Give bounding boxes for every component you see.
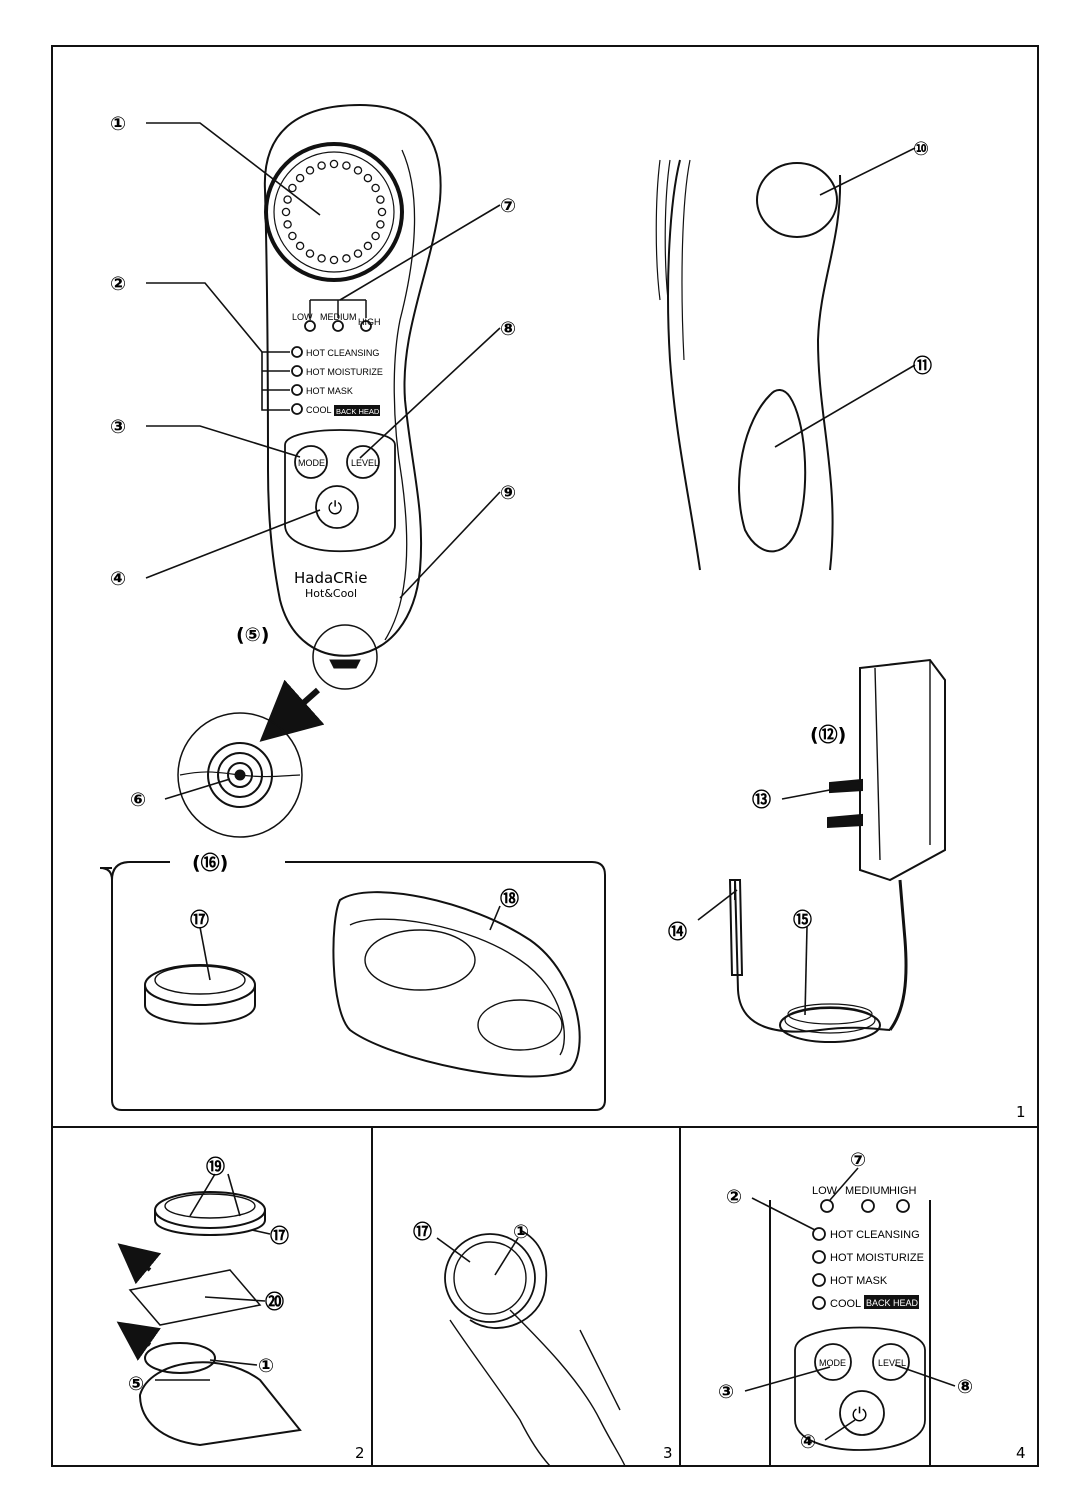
callout-19: ⑲: [206, 1155, 225, 1178]
callout-3: ③: [110, 416, 126, 438]
callout-17-fig2: ⑰: [270, 1224, 289, 1247]
callout-10: ⑩: [913, 138, 929, 160]
level-label-medium: MEDIUM: [320, 312, 357, 322]
power-button-symbol: ⏻: [328, 498, 342, 519]
device-front: [263, 103, 442, 657]
head-dot: [317, 161, 326, 170]
head-dot: [353, 249, 363, 258]
callout-1: ①: [110, 113, 126, 135]
head-dot: [377, 207, 387, 217]
cleansing-head: [264, 142, 404, 282]
callout-5-fig2: ⑤: [128, 1373, 144, 1395]
head-dot: [305, 166, 315, 175]
callout-7-fig4: ⑦: [850, 1149, 866, 1171]
callout-8-fig4: ⑧: [957, 1376, 973, 1398]
fig4-mode-button-label: MODE: [819, 1358, 846, 1368]
head-dot: [371, 183, 380, 193]
head-dot: [329, 159, 339, 169]
callout-4: ④: [110, 568, 126, 590]
head-dot: [281, 207, 291, 217]
head-dot: [283, 195, 292, 204]
fig2-assembly: [116, 1191, 302, 1447]
panel-frames: [51, 45, 1039, 1467]
device-back: [655, 159, 842, 571]
back-head-badge: BACK HEAD: [336, 407, 380, 416]
level-indicators: LOW MEDIUM HIGH: [292, 299, 381, 332]
fig4-mode-label-cool: COOL: [830, 1298, 861, 1310]
head-dot: [363, 241, 373, 251]
panel-number-3: 3: [663, 1444, 673, 1462]
fig4-level-button-label: LEVEL: [878, 1358, 906, 1368]
callout-11: ⑪: [913, 354, 932, 377]
callout-12: (⑫): [810, 723, 846, 746]
callout-labels: ① ② ③ ④ (⑤) ⑥ ⑦ ⑧ ⑨ ⑩ ⑪ (⑫) ⑬ ⑭ ⑮ (⑯) ⑰ …: [110, 113, 973, 1453]
head-dot: [288, 231, 297, 241]
head-dot: [288, 183, 297, 193]
callout-2-fig4: ②: [726, 1186, 742, 1208]
mode-indicators: HOT CLEANSING HOT MOISTURIZE HOT MASK CO…: [291, 346, 383, 416]
callout-16: (⑯): [192, 851, 228, 874]
head-dot: [363, 173, 373, 183]
head-dot: [353, 166, 363, 175]
head-dot: [305, 249, 315, 258]
mode-label-hot-moisturize: HOT MOISTURIZE: [306, 367, 383, 377]
panel-number-1: 1: [1016, 1103, 1026, 1121]
head-dot: [317, 254, 326, 263]
head-dot: [342, 161, 351, 170]
callout-15: ⑮: [793, 908, 812, 931]
head-dot: [295, 173, 305, 183]
fig4-mode-label-hot-cleansing: HOT CLEANSING: [830, 1229, 920, 1241]
level-label-low: LOW: [292, 312, 313, 322]
head-dot: [342, 254, 351, 263]
control-buttons: MODE LEVEL ⏻: [284, 429, 396, 553]
callout-9: ⑨: [500, 482, 516, 504]
level-label-high: HIGH: [358, 317, 381, 327]
callout-8: ⑧: [500, 318, 516, 340]
fig4-power-button-symbol: ⏻: [852, 1404, 867, 1426]
mode-button-label: MODE: [298, 458, 325, 468]
fig3-hand-use: [444, 1229, 626, 1467]
ac-adapter: [728, 658, 946, 1043]
charging-port-closeup: [177, 624, 378, 838]
callout-14: ⑭: [668, 920, 687, 943]
callout-7: ⑦: [500, 195, 516, 217]
callout-3-fig4: ③: [718, 1381, 734, 1403]
mode-label-hot-cleansing: HOT CLEANSING: [306, 348, 379, 358]
fig4-mode-label-hot-moisturize: HOT MOISTURIZE: [830, 1252, 924, 1264]
panel-number-2: 2: [355, 1444, 365, 1462]
fig4-back-head-badge: BACK HEAD: [866, 1298, 919, 1308]
callout-17-fig3: ⑰: [413, 1220, 432, 1243]
callout-20: ⑳: [265, 1290, 284, 1313]
accessories-box: [99, 861, 606, 1111]
fig4-mode-label-hot-mask: HOT MASK: [830, 1275, 888, 1287]
fig4-control-panel: LOW MEDIUM HIGH HOT CLEANSING HOT MOISTU…: [769, 1185, 931, 1466]
head-dot: [283, 220, 292, 229]
brand-subtitle: Hot&Cool: [305, 587, 357, 600]
callout-2: ②: [110, 273, 126, 295]
callout-1-fig2: ①: [258, 1355, 274, 1377]
level-button-label: LEVEL: [351, 458, 379, 468]
head-dot: [376, 195, 385, 204]
mode-label-cool: COOL: [306, 405, 332, 415]
fig4-level-label-low: LOW: [812, 1185, 838, 1197]
fig4-level-label-medium: MEDIUM: [845, 1185, 890, 1197]
leader-lines: [145, 122, 956, 1441]
callout-17: ⑰: [190, 908, 209, 931]
callout-13: ⑬: [752, 788, 771, 811]
brand-name: HadaCRiе: [294, 569, 367, 587]
callout-6: ⑥: [130, 789, 146, 811]
mode-label-hot-mask: HOT MASK: [306, 386, 353, 396]
fig4-level-label-high: HIGH: [889, 1185, 917, 1197]
head-dot: [371, 231, 380, 241]
panel-number-4: 4: [1016, 1444, 1026, 1462]
callout-4-fig4: ④: [800, 1431, 816, 1453]
callout-5: (⑤): [236, 624, 269, 646]
head-dot: [376, 220, 385, 229]
panel-numbers: 1 2 3 4: [355, 1103, 1026, 1462]
head-dot: [295, 241, 305, 251]
callout-1-fig3: ①: [513, 1221, 529, 1243]
head-dot: [329, 255, 339, 265]
callout-18: ⑱: [500, 887, 519, 910]
